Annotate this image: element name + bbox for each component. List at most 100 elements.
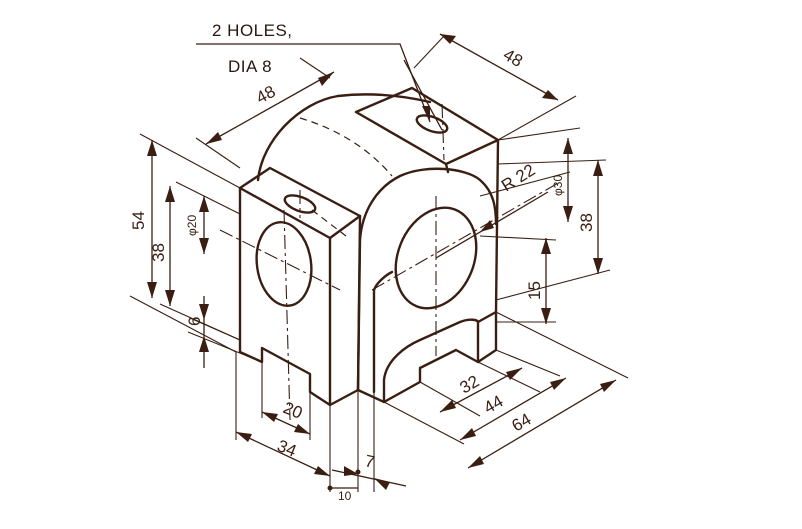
dim-48-left — [205, 71, 335, 145]
ext-right-30 — [479, 171, 571, 197]
label-phi30: φ30 — [551, 175, 565, 196]
label-20: 20 — [281, 398, 306, 423]
ext-base-right-b — [383, 401, 465, 445]
hidden-arch-line — [299, 117, 393, 177]
dim-44 — [459, 377, 567, 441]
centerline-big-hole — [371, 181, 561, 291]
ext-base-right-c — [495, 349, 561, 377]
arrow — [236, 432, 252, 442]
top-hole-left — [283, 194, 317, 214]
arrow — [468, 456, 484, 468]
label-phi20: φ20 — [185, 215, 199, 236]
dimension-lines — [147, 33, 617, 491]
arrow — [480, 220, 494, 232]
base-front-edge — [356, 320, 480, 404]
dot — [327, 485, 333, 491]
arrow — [593, 160, 603, 176]
right-block-front — [444, 162, 450, 174]
label-48-left: 48 — [253, 82, 279, 108]
dim-48-right — [439, 33, 559, 101]
side-hole — [255, 221, 313, 307]
label-38-left: 38 — [149, 243, 168, 262]
dot — [355, 469, 361, 475]
ext-top-right-b — [497, 95, 577, 141]
ext-6-b — [187, 331, 263, 363]
ext-base-right-e — [495, 311, 629, 379]
arrow — [374, 478, 390, 490]
ext-left-bottom — [129, 295, 237, 353]
arrow — [563, 138, 573, 154]
label-10: 10 — [338, 489, 352, 503]
ext-right-38-a — [497, 159, 607, 165]
ext-right-38-b — [495, 269, 611, 301]
arch-front-lower — [372, 270, 394, 394]
arrow — [422, 106, 430, 122]
arch-left-curve — [256, 94, 340, 182]
arrow — [440, 400, 456, 412]
centerline-top-right — [441, 103, 445, 161]
ext-left-top — [139, 133, 241, 189]
label-34: 34 — [275, 436, 300, 461]
ext-6-a — [189, 317, 241, 341]
dim-64 — [467, 379, 617, 469]
label-38-right: 38 — [577, 213, 596, 232]
ext-right-15-a — [479, 235, 557, 241]
arrow — [199, 196, 209, 212]
big-hole — [394, 206, 478, 310]
ext-top-right-a — [413, 35, 445, 69]
base-slot-top — [382, 318, 480, 404]
left-block-front-face — [238, 186, 332, 407]
arrow — [440, 34, 456, 44]
left-block-side-face — [328, 214, 362, 407]
arrow — [344, 466, 358, 476]
label-44: 44 — [481, 392, 507, 418]
ext-top-left-b — [299, 57, 331, 79]
arrow — [165, 290, 175, 306]
arrow — [314, 466, 330, 476]
ext-right-top — [497, 127, 581, 141]
arrow — [199, 304, 209, 320]
arrow — [563, 206, 573, 222]
ext-base-right-a — [419, 381, 481, 417]
ext-top-left-a — [195, 137, 241, 169]
arrow — [318, 72, 334, 86]
arrow — [600, 380, 616, 392]
arrow — [147, 140, 157, 156]
label-6: 6 — [185, 317, 204, 326]
arrow — [199, 336, 209, 352]
dim-7 — [331, 469, 407, 487]
arrow — [294, 424, 310, 434]
label-54: 54 — [129, 211, 148, 230]
label-15: 15 — [525, 281, 544, 300]
arrow — [541, 308, 551, 324]
arrow — [165, 186, 175, 202]
centerline-side-hole-h — [219, 229, 341, 291]
arch-inner-front — [356, 238, 362, 392]
arrow — [206, 132, 222, 144]
label-7: 7 — [363, 451, 376, 472]
note-leader-2 — [403, 59, 443, 131]
centerline-side-hole-v — [283, 209, 291, 421]
label-48-right: 48 — [500, 45, 526, 71]
dim-34 — [235, 431, 331, 477]
note-leader-1 — [314, 43, 431, 123]
arrow — [542, 90, 558, 100]
arrow — [262, 412, 278, 422]
top-hole-right — [415, 114, 449, 134]
arrow — [147, 282, 157, 298]
arrow — [460, 428, 476, 440]
left-block-top-face — [238, 166, 362, 240]
label-r22: R 22 — [498, 160, 539, 195]
center-lines — [219, 103, 561, 421]
arrow — [550, 378, 566, 390]
arrow — [593, 258, 603, 274]
arrow — [506, 368, 522, 380]
label-32: 32 — [457, 372, 483, 398]
extension-lines — [129, 35, 629, 492]
note-line-1: 2 HOLES, — [212, 21, 293, 40]
ext-left-mid — [175, 181, 241, 215]
arch-front-curve — [358, 167, 498, 242]
arrow — [199, 238, 209, 254]
object-outline — [238, 86, 500, 407]
